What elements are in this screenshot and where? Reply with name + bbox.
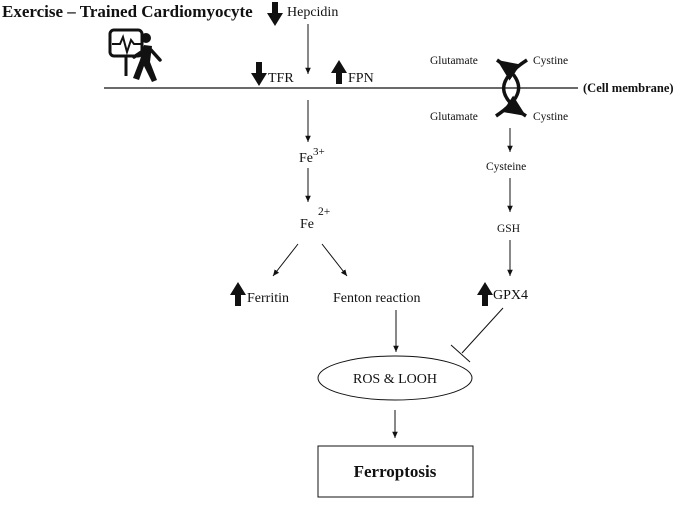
ferritin-label: Ferritin xyxy=(247,291,289,306)
fpn-up-arrow xyxy=(331,60,347,84)
ferritin-up-arrow xyxy=(230,282,246,306)
hepcidin-label: Hepcidin xyxy=(287,5,338,20)
hepcidin-down-arrow xyxy=(267,2,283,26)
tfr-down-arrow xyxy=(251,62,267,86)
gsh-label: GSH xyxy=(497,223,520,235)
crossing-curved-arrows-icon xyxy=(495,58,528,118)
ferroptosis-label: Ferroptosis xyxy=(354,462,437,481)
fe3-label: Fe3+ xyxy=(299,146,325,166)
gpx4-inhibition-bar xyxy=(450,344,471,363)
cysteine-label: Cysteine xyxy=(486,161,526,173)
ros-looh-ellipse xyxy=(317,355,473,401)
runner-with-ecg-monitor-icon xyxy=(108,28,162,82)
gpx4-inhibition-line xyxy=(461,307,504,354)
fe2-charge: 2+ xyxy=(318,206,330,218)
ferroptosis-box xyxy=(317,445,474,498)
fpn-label: FPN xyxy=(348,71,374,86)
cystine-inside-label: Cystine xyxy=(533,111,568,123)
fe2-label: Fe xyxy=(300,217,314,232)
cystine-outside-label: Cystine xyxy=(533,55,568,67)
membrane-label: (Cell membrane) xyxy=(583,81,674,95)
glutamate-outside-label: Glutamate xyxy=(430,55,478,67)
gpx4-up-arrow xyxy=(477,282,493,306)
diagram-title: Exercise – Trained Cardiomyocyte xyxy=(2,2,253,21)
tfr-label: TFR xyxy=(268,71,294,86)
fe2-to-fenton-arrow xyxy=(321,243,348,277)
gpx4-label: GPX4 xyxy=(493,288,528,303)
glutamate-inside-label: Glutamate xyxy=(430,111,478,123)
fe2-to-ferritin-arrow xyxy=(272,243,299,277)
ros-looh-label: ROS & LOOH xyxy=(353,372,437,387)
fenton-reaction-label: Fenton reaction xyxy=(333,291,420,306)
